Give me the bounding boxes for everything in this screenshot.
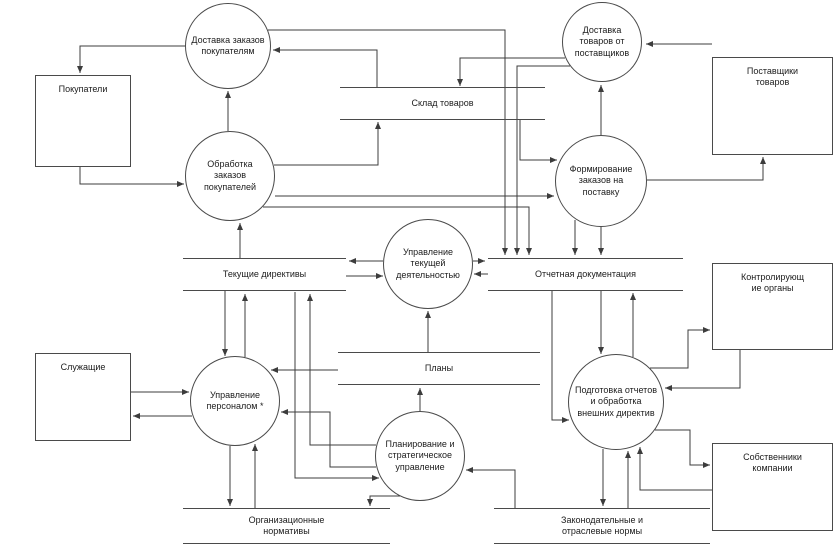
flow-arrow (466, 467, 516, 508)
flow-arrow (637, 447, 712, 491)
flow-arrow (647, 157, 766, 181)
process-supply-order-formation: Формирование заказов на поставку (555, 135, 647, 227)
entity-suppliers: Поставщики товаров (712, 57, 833, 155)
store-organizational-norms: Организационные нормативы (183, 508, 390, 544)
flow-arrow (519, 120, 557, 163)
process-delivery-from-suppliers: Доставка товаров от поставщиков (562, 2, 642, 82)
process-current-activity-management: Управление текущей деятельностью (383, 219, 473, 309)
process-label: Обработка заказов покупателей (203, 159, 257, 192)
process-strategic-planning: Планирование и стратегическое управление (375, 411, 465, 501)
entity-label: Служащие (60, 362, 106, 372)
entity-label: Контролирующие органы (741, 272, 804, 294)
store-label: Отчетная документация (535, 268, 636, 279)
process-label: Управление текущей деятельностью (396, 247, 460, 280)
flow-arrow (367, 495, 400, 506)
flow-arrow (281, 409, 376, 468)
flow-arrow (650, 327, 710, 369)
store-current-directives: Текущие директивы (183, 258, 346, 291)
flow-arrow (457, 57, 565, 86)
process-label: Планирование и стратегическое управление (385, 439, 455, 472)
flow-arrow (514, 65, 570, 255)
flow-arrow (79, 167, 184, 187)
store-reporting-documentation: Отчетная документация (488, 258, 683, 291)
process-label: Доставка заказов покупателям (191, 34, 265, 56)
process-personnel-management: Управление персоналом * (190, 356, 280, 446)
flow-arrow (273, 47, 378, 87)
flow-arrow (263, 206, 532, 255)
flow-arrow (307, 294, 376, 446)
store-label: Планы (424, 362, 454, 373)
entity-employees: Служащие (35, 353, 131, 441)
entity-customers: Покупатели (35, 75, 131, 167)
flow-arrow (77, 45, 185, 73)
entity-label: Покупатели (58, 84, 108, 94)
store-label: Организационные нормативы (248, 514, 325, 536)
process-reports-preparation: Подготовка отчетов и обработка внешних д… (568, 354, 664, 450)
flow-arrow (655, 429, 710, 468)
flow-arrow (665, 350, 741, 391)
process-label: Управление персоналом * (206, 389, 264, 411)
process-order-processing: Обработка заказов покупателей (185, 131, 275, 221)
entity-owners: Собственники компании (712, 443, 833, 531)
flow-arrow (268, 29, 508, 255)
store-legal-norms: Законодательные и отраслевые нормы (494, 508, 710, 544)
flow-arrow (274, 122, 381, 166)
flow-arrow (294, 292, 379, 481)
entity-label: Собственники компании (743, 452, 802, 474)
process-label: Формирование заказов на поставку (569, 164, 633, 197)
store-label: Текущие директивы (222, 268, 307, 279)
store-warehouse: Склад товаров (340, 87, 545, 120)
process-delivery-to-customers: Доставка заказов покупателям (185, 3, 271, 89)
store-plans: Планы (338, 352, 540, 385)
entity-regulators: Контролирующие органы (712, 263, 833, 350)
flow-arrow (551, 291, 569, 423)
process-label: Доставка товаров от поставщиков (574, 25, 630, 58)
store-label: Склад товаров (411, 97, 474, 108)
process-label: Подготовка отчетов и обработка внешних д… (574, 385, 657, 418)
entity-label: Поставщики товаров (746, 66, 799, 88)
store-label: Законодательные и отраслевые нормы (561, 514, 643, 536)
